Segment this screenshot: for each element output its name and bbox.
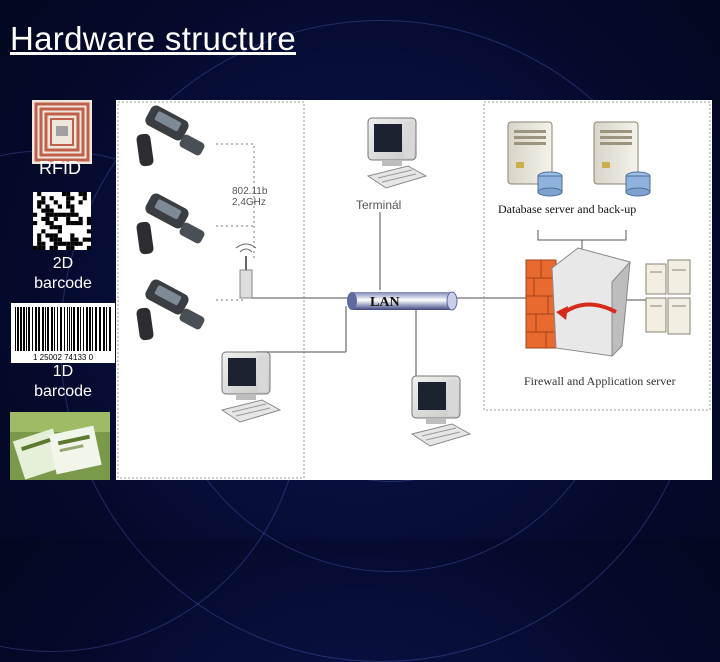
1d-barcode-digits: 1 25002 74133 0 (33, 353, 94, 362)
rfid-label: RFID (39, 158, 81, 178)
server-rack-icon (645, 259, 691, 335)
client-computer-icon (411, 375, 471, 447)
client-computer-icon (221, 351, 281, 423)
1d-barcode-label-line1: 1D (52, 363, 74, 380)
slide-title: Hardware structure (10, 20, 296, 57)
server-zone-outline (483, 101, 711, 411)
terminal-label: Terminál (356, 198, 402, 212)
lan-cable-icon (347, 291, 458, 311)
handheld-scanner-icon (135, 277, 206, 341)
2d-barcode-label-line1: 2D (52, 255, 74, 272)
1d-barcode-label-line2: barcode (34, 383, 92, 400)
disk-icon (537, 171, 563, 197)
disk-icon (625, 171, 651, 197)
2d-barcode-label-line2: barcode (34, 275, 92, 292)
terminal-computer-icon (367, 117, 427, 189)
application-server-icon (551, 247, 631, 358)
wireless-spec-label: 802.11b 2,4GHz (232, 186, 267, 208)
lan-label: LAN (370, 295, 400, 310)
rfid-tag-image (32, 100, 92, 164)
2d-barcode-image (33, 192, 91, 250)
database-server-label: Database server and back-up (498, 202, 637, 216)
handheld-scanner-icon (135, 103, 206, 167)
firewall-app-server-label: Firewall and Application server (524, 374, 676, 388)
handheld-scanner-icon (135, 191, 206, 255)
wireless-spec-line2: 2,4GHz (232, 197, 266, 208)
wireless-access-point-icon (235, 243, 257, 299)
label-cards-photo (10, 412, 110, 480)
wireless-spec-line1: 802.11b (232, 186, 268, 197)
2d-barcode-label: 2D barcode (20, 254, 106, 294)
network-diagram: 802.11b 2,4GHz Terminál Database server … (116, 100, 712, 480)
handheld-zone-outline (117, 101, 305, 479)
firewall-icon (525, 259, 557, 349)
1d-barcode-label: 1D barcode (20, 362, 106, 402)
1d-barcode-image: 1 25002 74133 0 (11, 303, 115, 363)
network-diagram-drawing (117, 101, 711, 479)
